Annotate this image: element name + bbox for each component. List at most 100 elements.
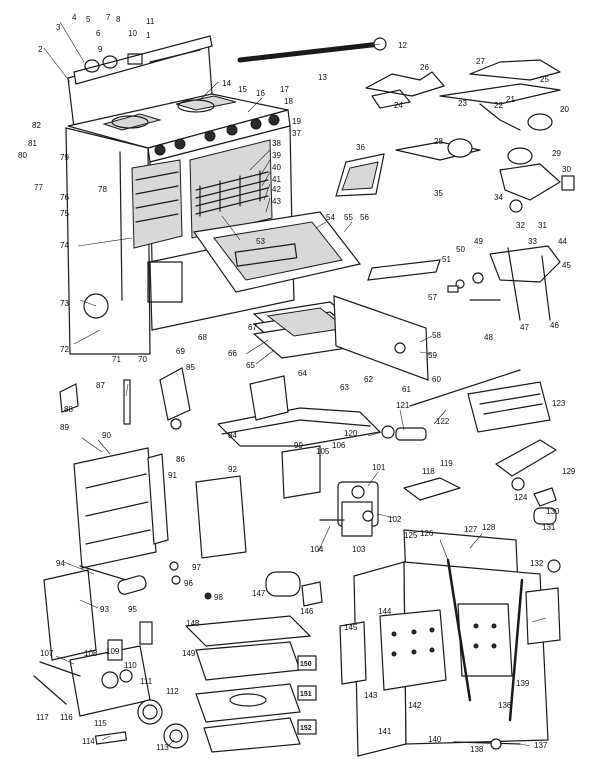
part-label-91: 91: [168, 471, 177, 480]
part-label-112: 112: [166, 687, 179, 696]
part-label-5: 5: [86, 15, 91, 24]
part-label-55: 55: [344, 213, 353, 222]
part-label-72: 72: [60, 345, 69, 354]
part-label-114: 114: [82, 737, 95, 746]
part-label-76: 76: [60, 193, 69, 202]
part-label-97: 97: [192, 563, 201, 572]
part-label-35: 35: [434, 189, 443, 198]
part-label-69: 69: [176, 347, 185, 356]
part-label-84: 84: [228, 431, 237, 440]
part-label-50: 50: [456, 245, 465, 254]
part-label-31: 31: [538, 221, 547, 230]
part-label-40: 40: [272, 163, 281, 172]
part-label-149: 149: [182, 649, 196, 658]
part-label-21: 21: [506, 95, 515, 104]
part-label-36: 36: [356, 143, 365, 152]
part-label-96: 96: [184, 579, 193, 588]
part-label-125: 125: [404, 531, 418, 540]
part-label-65: 65: [246, 361, 255, 370]
part-label-37: 37: [292, 129, 301, 138]
part-label-127: 127: [464, 525, 478, 534]
part-label-26: 26: [420, 63, 429, 72]
leader-lines: [43, 21, 547, 747]
part-label-27: 27: [476, 57, 485, 66]
part-label-44: 44: [558, 237, 567, 246]
part-label-118: 118: [422, 467, 435, 476]
part-label-128: 128: [482, 523, 496, 532]
part-label-15: 15: [238, 85, 247, 94]
part-label-68: 68: [198, 333, 207, 342]
part-label-126: 126: [420, 529, 434, 538]
part-label-62: 62: [364, 375, 373, 384]
part-label-102: 102: [388, 515, 402, 524]
part-label-61: 61: [402, 385, 411, 394]
part-label-132: 132: [530, 559, 544, 568]
part-label-28: 28: [434, 137, 443, 146]
gas-valve: [281, 445, 379, 537]
part-label-25: 25: [540, 75, 549, 84]
part-label-9: 9: [98, 45, 103, 54]
part-label-60: 60: [432, 375, 441, 384]
part-label-43: 43: [272, 197, 281, 206]
part-label-1: 1: [146, 31, 151, 40]
part-label-59: 59: [428, 351, 437, 360]
part-label-110: 110: [124, 661, 137, 670]
broiler-burner: [395, 369, 557, 501]
part-label-98: 98: [214, 593, 223, 602]
part-label-151: 151: [300, 691, 312, 698]
part-label-123: 123: [552, 399, 566, 408]
part-label-22: 22: [494, 101, 503, 110]
part-label-82: 82: [32, 121, 41, 130]
part-label-145: 145: [344, 623, 358, 632]
part-label-4: 4: [72, 13, 77, 22]
part-label-46: 46: [550, 321, 559, 330]
part-label-131: 131: [542, 523, 556, 532]
lower-left-parts: [43, 379, 323, 661]
part-label-67: 67: [248, 323, 257, 332]
oven-racks: [195, 170, 269, 217]
part-label-99: 99: [294, 441, 303, 450]
part-label-16: 16: [256, 89, 265, 98]
part-label-121: 121: [396, 401, 410, 410]
part-label-115: 115: [94, 719, 107, 728]
part-label-39: 39: [272, 151, 281, 160]
part-label-107: 107: [40, 649, 54, 658]
part-label-105: 105: [316, 447, 330, 456]
range-body: [65, 35, 362, 355]
door-hinge-parts: [447, 245, 561, 321]
burner-tube: [159, 367, 381, 447]
part-label-49: 49: [474, 237, 483, 246]
bottom-panels: [184, 615, 317, 753]
part-label-144: 144: [378, 607, 392, 616]
part-label-75: 75: [60, 209, 69, 218]
part-label-64: 64: [298, 369, 307, 378]
part-label-2: 2: [38, 45, 43, 54]
part-label-130: 130: [546, 507, 560, 516]
part-label-120: 120: [344, 429, 358, 438]
part-label-71: 71: [112, 355, 121, 364]
part-label-86: 86: [176, 455, 185, 464]
part-label-66: 66: [228, 349, 237, 358]
part-label-148: 148: [186, 619, 200, 628]
part-label-104: 104: [310, 545, 324, 554]
part-label-81: 81: [28, 139, 37, 148]
part-label-101: 101: [372, 463, 386, 472]
part-label-92: 92: [228, 465, 237, 474]
part-label-108: 108: [84, 649, 98, 658]
part-label-74: 74: [60, 241, 69, 250]
part-label-38: 38: [272, 139, 281, 148]
part-label-47: 47: [520, 323, 529, 332]
part-label-122: 122: [436, 417, 450, 426]
part-label-136: 136: [498, 701, 512, 710]
part-label-142: 142: [408, 701, 422, 710]
part-label-141: 141: [378, 727, 392, 736]
part-label-6: 6: [96, 29, 101, 38]
part-label-94: 94: [56, 559, 65, 568]
part-label-90: 90: [102, 431, 111, 440]
part-label-17: 17: [280, 85, 289, 94]
part-label-14: 14: [222, 79, 231, 88]
part-label-24: 24: [394, 101, 403, 110]
part-label-29: 29: [552, 149, 561, 158]
part-label-140: 140: [428, 735, 442, 744]
part-label-51: 51: [442, 255, 451, 264]
